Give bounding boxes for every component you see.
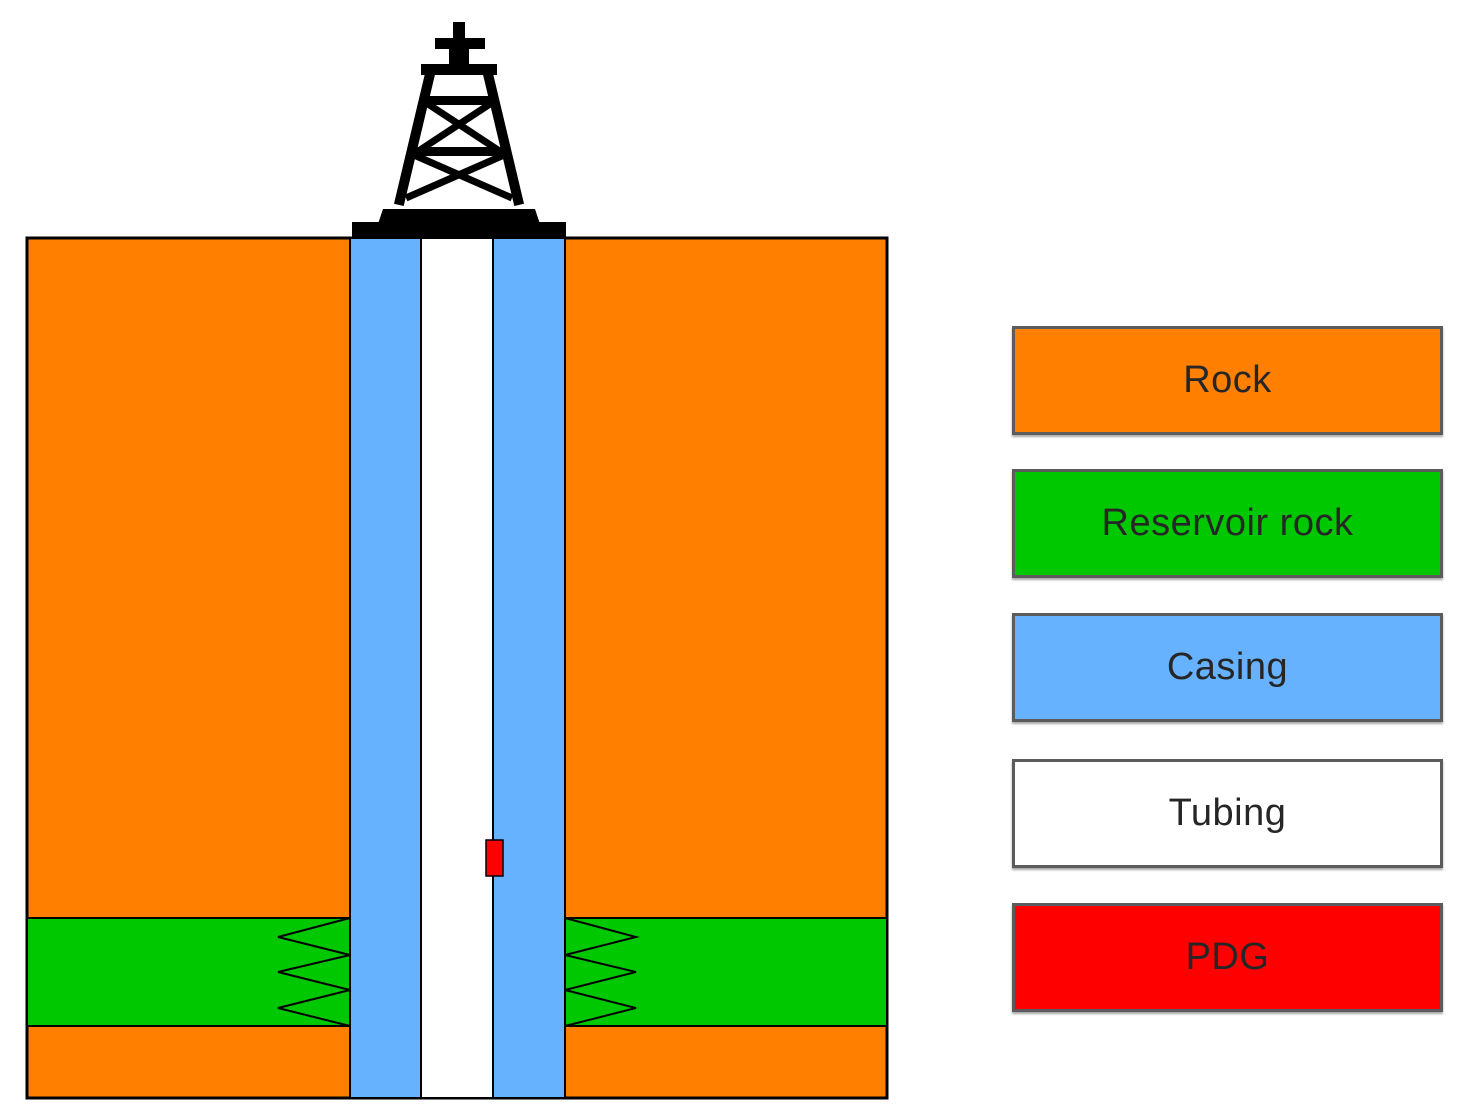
casing-left <box>349 237 422 1099</box>
rig-base-platform <box>352 222 566 239</box>
pdg-gauge <box>485 839 504 877</box>
perforations-right <box>564 917 640 1027</box>
legend-item-pdg: PDG <box>1012 903 1443 1012</box>
rig-crown-block <box>435 38 485 49</box>
rig-brace-upper-a <box>426 101 500 153</box>
perforations-left <box>277 917 351 1027</box>
rig-leg-left <box>393 67 437 207</box>
rig-leg-right <box>481 67 525 207</box>
legend-item-casing: Casing <box>1012 613 1443 722</box>
rig-brace-lower-b <box>404 151 506 202</box>
tubing <box>420 237 494 1099</box>
legend-label-pdg: PDG <box>1185 936 1270 978</box>
legend-item-reservoir-rock: Reservoir rock <box>1012 469 1443 578</box>
legend-label-casing: Casing <box>1166 646 1289 688</box>
rig-brace-upper-b <box>418 101 492 153</box>
legend-label-tubing: Tubing <box>1168 792 1287 834</box>
legend-label-reservoir-rock: Reservoir rock <box>1101 502 1354 544</box>
rig-base-upper <box>378 209 540 224</box>
casing-right <box>492 237 566 1099</box>
legend-item-rock: Rock <box>1012 326 1443 435</box>
rig-crown-neck <box>449 49 469 65</box>
rig-top-platform <box>421 64 497 75</box>
legend-label-rock: Rock <box>1183 359 1272 401</box>
rig-crown-post <box>453 22 465 40</box>
rig-crossbar-middle <box>410 147 508 156</box>
oil-rig-icon <box>352 22 566 239</box>
legend-item-tubing: Tubing <box>1012 759 1443 868</box>
rig-crossbar-upper <box>422 96 496 105</box>
